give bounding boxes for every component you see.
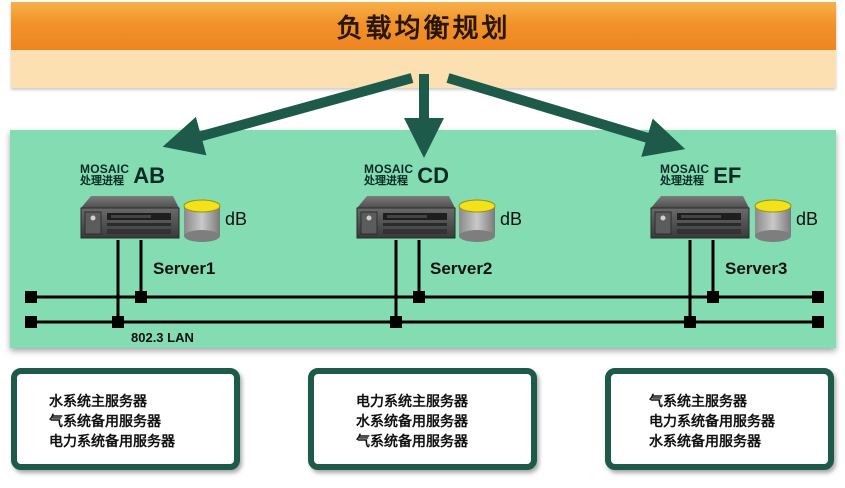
node-id: CD xyxy=(417,163,449,188)
role-line: 电力系统备用服务器 xyxy=(649,414,775,430)
server-label: Server1 xyxy=(153,259,216,278)
role-line: 气系统备用服务器 xyxy=(356,434,468,450)
process-label: 处理进程 xyxy=(660,174,704,187)
mosaic-label: MOSAIC xyxy=(80,162,130,176)
arrow-to-ab xyxy=(162,73,414,156)
node-title-cd: MOSAIC 处理进程 CD xyxy=(364,163,449,187)
role-box-2: 电力系统主服务器 水系统备用服务器 气系统备用服务器 xyxy=(308,368,537,470)
lan-label: 802.3 LAN xyxy=(131,330,194,345)
node-id: AB xyxy=(133,163,165,188)
database-icon xyxy=(754,199,792,243)
role-line: 水系统主服务器 xyxy=(49,394,147,410)
diagram-title: 负载均衡规划 xyxy=(336,13,511,44)
server-icon xyxy=(80,195,180,239)
server-label: Server3 xyxy=(725,259,788,278)
server-panel xyxy=(10,130,836,348)
database-icon xyxy=(458,199,496,243)
mosaic-label: MOSAIC xyxy=(364,162,414,176)
node-title-ef: MOSAIC 处理进程 EF xyxy=(660,163,741,187)
node-id: EF xyxy=(713,163,742,188)
arrow-to-ef xyxy=(446,73,686,157)
lan-tap xyxy=(135,291,147,303)
lan-terminator xyxy=(25,316,37,328)
role-box-3: 气系统主服务器 电力系统备用服务器 水系统备用服务器 xyxy=(605,368,834,470)
lan-tap xyxy=(112,316,124,328)
db-label: dB xyxy=(500,209,523,229)
lan-terminator xyxy=(25,291,37,303)
mosaic-label: MOSAIC xyxy=(660,162,710,176)
process-label: 处理进程 xyxy=(80,174,124,187)
server-icon xyxy=(356,195,456,239)
server-label: Server2 xyxy=(430,259,493,278)
server-icon xyxy=(650,195,750,239)
database-icon xyxy=(183,199,221,243)
role-line: 水系统备用服务器 xyxy=(649,434,761,450)
process-label: 处理进程 xyxy=(364,174,408,187)
lan-tap xyxy=(684,316,696,328)
lan-tap xyxy=(390,316,402,328)
lan-terminator xyxy=(812,291,824,303)
node-title-ab: MOSAIC 处理进程 AB xyxy=(80,163,165,187)
db-label: dB xyxy=(225,209,248,229)
role-box-1: 水系统主服务器 气系统备用服务器 电力系统备用服务器 xyxy=(11,368,240,470)
role-line: 电力系统备用服务器 xyxy=(49,434,175,450)
lan-tap xyxy=(413,291,425,303)
role-line: 气系统主服务器 xyxy=(649,394,747,410)
role-line: 水系统备用服务器 xyxy=(356,414,468,430)
role-line: 气系统备用服务器 xyxy=(49,414,161,430)
role-line: 电力系统主服务器 xyxy=(356,394,468,410)
db-label: dB xyxy=(796,209,819,229)
lan-terminator xyxy=(812,316,824,328)
title-banner: 负载均衡规划 xyxy=(11,2,836,50)
lan-tap xyxy=(707,291,719,303)
